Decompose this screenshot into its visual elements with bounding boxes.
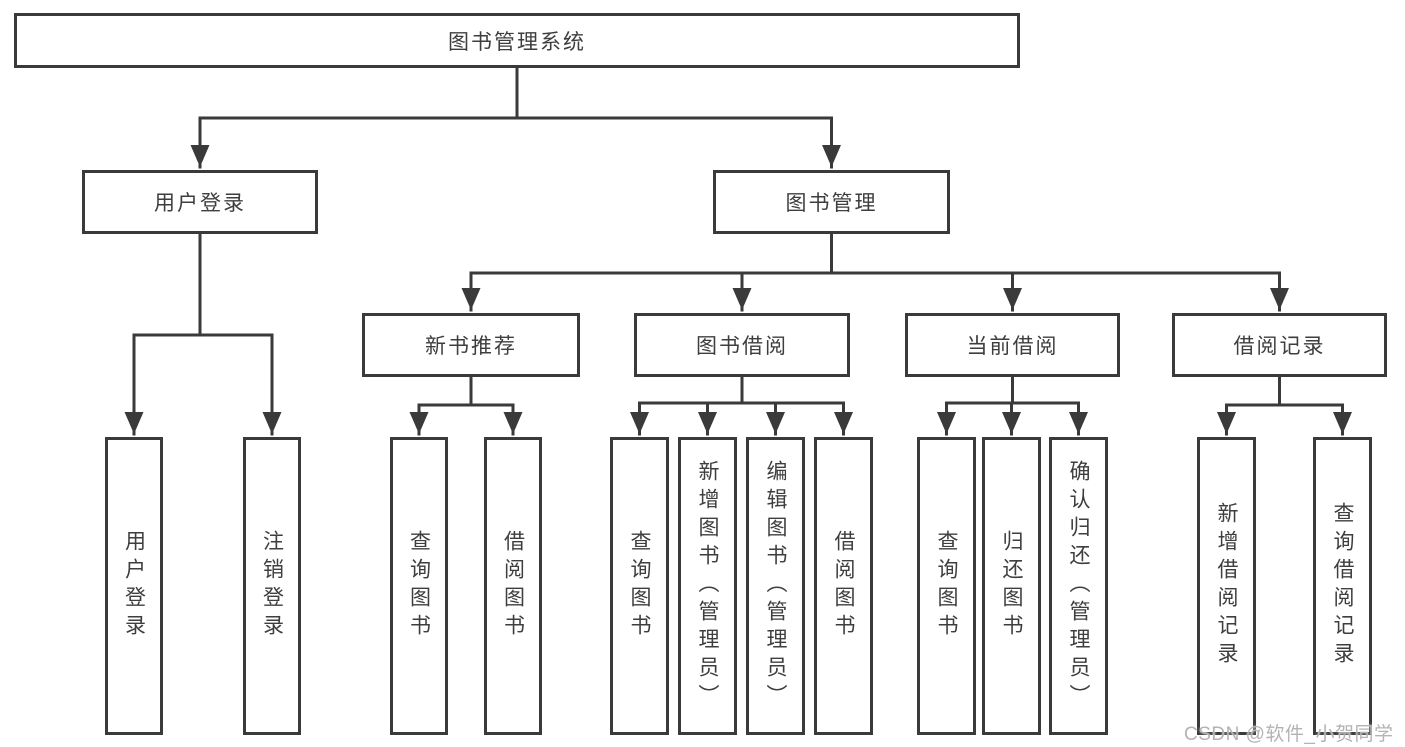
leaf-current-return-label: 归还图书 bbox=[1000, 530, 1023, 642]
node-book-management-label: 图书管理 bbox=[785, 192, 878, 215]
leaf-current-confirm-return-label: 确认归还（管理员） bbox=[1067, 460, 1090, 712]
node-current-borrow: 当前借阅 bbox=[905, 313, 1120, 377]
leaf-borrow-edit: 编辑图书（管理员） bbox=[746, 437, 805, 735]
node-book-borrow-label: 图书借阅 bbox=[696, 335, 788, 358]
leaf-newbook-borrow: 借阅图书 bbox=[484, 437, 542, 735]
leaf-newbook-query-label: 查询图书 bbox=[407, 530, 431, 642]
leaf-logout: 注销登录 bbox=[243, 437, 301, 735]
leaf-user-login-label: 用户登录 bbox=[122, 530, 146, 642]
leaf-borrow-edit-label: 编辑图书（管理员） bbox=[764, 460, 787, 712]
node-root-system: 图书管理系统 bbox=[14, 13, 1020, 68]
connectors-book-borrow bbox=[630, 375, 853, 436]
leaf-borrow-book: 借阅图书 bbox=[814, 437, 873, 735]
node-user-login: 用户登录 bbox=[82, 170, 318, 234]
node-book-borrow: 图书借阅 bbox=[634, 313, 850, 377]
node-new-book-recommend: 新书推荐 bbox=[362, 313, 580, 377]
leaf-newbook-query: 查询图书 bbox=[390, 437, 448, 735]
leaf-borrow-book-label: 借阅图书 bbox=[832, 530, 855, 642]
leaf-borrow-query: 查询图书 bbox=[610, 437, 669, 735]
leaf-user-login: 用户登录 bbox=[105, 437, 163, 735]
leaf-logout-label: 注销登录 bbox=[260, 530, 284, 642]
leaf-newbook-borrow-label: 借阅图书 bbox=[501, 530, 525, 642]
leaf-current-query: 查询图书 bbox=[917, 437, 976, 735]
leaf-borrow-query-label: 查询图书 bbox=[628, 530, 651, 642]
connectors-user-login bbox=[124, 232, 282, 436]
connectors-borrow-record bbox=[1217, 375, 1352, 436]
node-user-login-label: 用户登录 bbox=[154, 192, 246, 215]
csdn-watermark: CSDN @软件_小贺同学 bbox=[1184, 724, 1394, 745]
connectors-book-management bbox=[461, 232, 1289, 312]
leaf-current-query-label: 查询图书 bbox=[935, 530, 958, 642]
leaf-record-query: 查询借阅记录 bbox=[1313, 437, 1372, 735]
connectors-root-to-level2 bbox=[190, 66, 841, 169]
leaf-record-add-label: 新增借阅记录 bbox=[1215, 502, 1238, 670]
leaf-borrow-add: 新增图书（管理员） bbox=[678, 437, 737, 735]
leaf-borrow-add-label: 新增图书（管理员） bbox=[696, 460, 719, 712]
node-borrow-record-label: 借阅记录 bbox=[1233, 335, 1326, 358]
leaf-record-add: 新增借阅记录 bbox=[1197, 437, 1256, 735]
connectors-new-book bbox=[409, 375, 523, 436]
node-borrow-record: 借阅记录 bbox=[1172, 313, 1387, 377]
leaf-current-confirm-return: 确认归还（管理员） bbox=[1049, 437, 1108, 735]
connectors-current-borrow bbox=[937, 375, 1088, 436]
node-new-book-recommend-label: 新书推荐 bbox=[425, 335, 517, 358]
node-root-system-label: 图书管理系统 bbox=[448, 30, 586, 54]
node-book-management: 图书管理 bbox=[713, 170, 950, 234]
leaf-record-query-label: 查询借阅记录 bbox=[1331, 502, 1354, 670]
node-current-borrow-label: 当前借阅 bbox=[966, 335, 1059, 358]
leaf-current-return: 归还图书 bbox=[982, 437, 1041, 735]
